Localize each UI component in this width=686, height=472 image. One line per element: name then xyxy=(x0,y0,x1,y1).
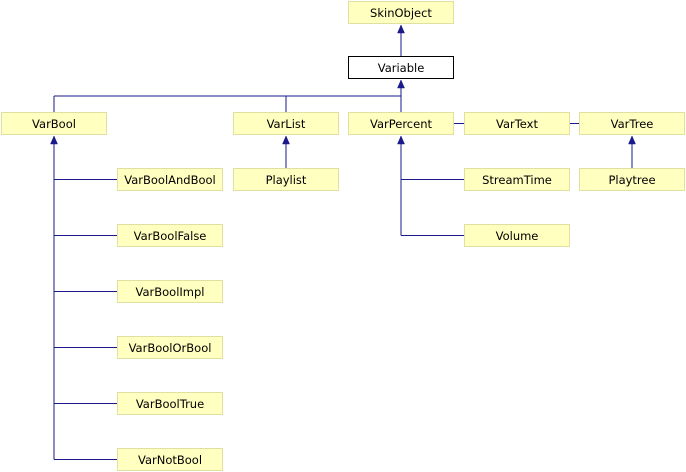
class-node-label: VarBoolImpl xyxy=(136,285,205,299)
class-node-volume[interactable]: Volume xyxy=(464,224,570,247)
class-node-varpercent[interactable]: VarPercent xyxy=(348,112,454,135)
class-node-varbooltrue[interactable]: VarBoolTrue xyxy=(117,392,223,415)
class-node-varboolorbool[interactable]: VarBoolOrBool xyxy=(117,336,223,359)
class-node-variable[interactable]: Variable xyxy=(348,56,454,79)
class-node-skinobject[interactable]: SkinObject xyxy=(348,1,454,24)
class-node-varbool[interactable]: VarBool xyxy=(1,112,107,135)
class-node-playlist[interactable]: Playlist xyxy=(233,168,339,191)
class-node-label: VarText xyxy=(496,117,538,131)
class-node-label: VarBoolOrBool xyxy=(129,341,212,355)
class-node-streamtime[interactable]: StreamTime xyxy=(464,168,570,191)
class-node-box xyxy=(464,112,570,135)
arrowhead-VarList xyxy=(282,135,290,145)
class-node-box xyxy=(117,336,223,359)
class-node-box xyxy=(348,112,454,135)
arrowhead-VarBool xyxy=(50,135,58,145)
class-node-varlist[interactable]: VarList xyxy=(233,112,339,135)
arrowhead-VarPercent xyxy=(397,135,405,145)
class-node-box xyxy=(233,168,339,191)
class-node-box xyxy=(117,224,223,247)
class-node-label: StreamTime xyxy=(482,173,552,187)
arrowhead-Variable xyxy=(397,79,405,89)
class-node-label: VarBoolFalse xyxy=(134,229,207,243)
class-node-playtree[interactable]: Playtree xyxy=(579,168,685,191)
class-node-label: Playlist xyxy=(266,173,307,187)
class-node-label: VarBoolTrue xyxy=(136,397,204,411)
class-node-varboolimpl[interactable]: VarBoolImpl xyxy=(117,280,223,303)
class-node-box xyxy=(117,448,223,471)
class-node-varboolfalse[interactable]: VarBoolFalse xyxy=(117,224,223,247)
class-node-box xyxy=(1,112,107,135)
arrowhead-VarTree xyxy=(628,135,636,145)
class-node-box xyxy=(464,224,570,247)
class-node-label: SkinObject xyxy=(370,6,432,20)
class-node-label: VarTree xyxy=(611,117,654,131)
class-node-box xyxy=(117,280,223,303)
class-node-box xyxy=(117,168,223,191)
class-node-label: Volume xyxy=(496,229,539,243)
class-node-label: VarBool xyxy=(32,117,76,131)
class-node-varboolandbool[interactable]: VarBoolAndBool xyxy=(117,168,223,191)
class-node-vartext[interactable]: VarText xyxy=(464,112,570,135)
class-node-label: Variable xyxy=(378,61,425,75)
class-node-box xyxy=(348,56,454,79)
class-node-label: VarNotBool xyxy=(138,453,202,467)
class-node-vartree[interactable]: VarTree xyxy=(579,112,685,135)
arrowhead-SkinObject xyxy=(397,24,405,34)
class-node-varnotbool[interactable]: VarNotBool xyxy=(117,448,223,471)
class-node-box xyxy=(117,392,223,415)
class-node-box xyxy=(348,1,454,24)
class-node-label: Playtree xyxy=(608,173,655,187)
class-node-box xyxy=(233,112,339,135)
class-node-box xyxy=(579,112,685,135)
class-node-label: VarPercent xyxy=(370,117,433,131)
class-node-label: VarBoolAndBool xyxy=(124,173,216,187)
class-node-label: VarList xyxy=(267,117,306,131)
class-node-box xyxy=(579,168,685,191)
class-node-box xyxy=(464,168,570,191)
